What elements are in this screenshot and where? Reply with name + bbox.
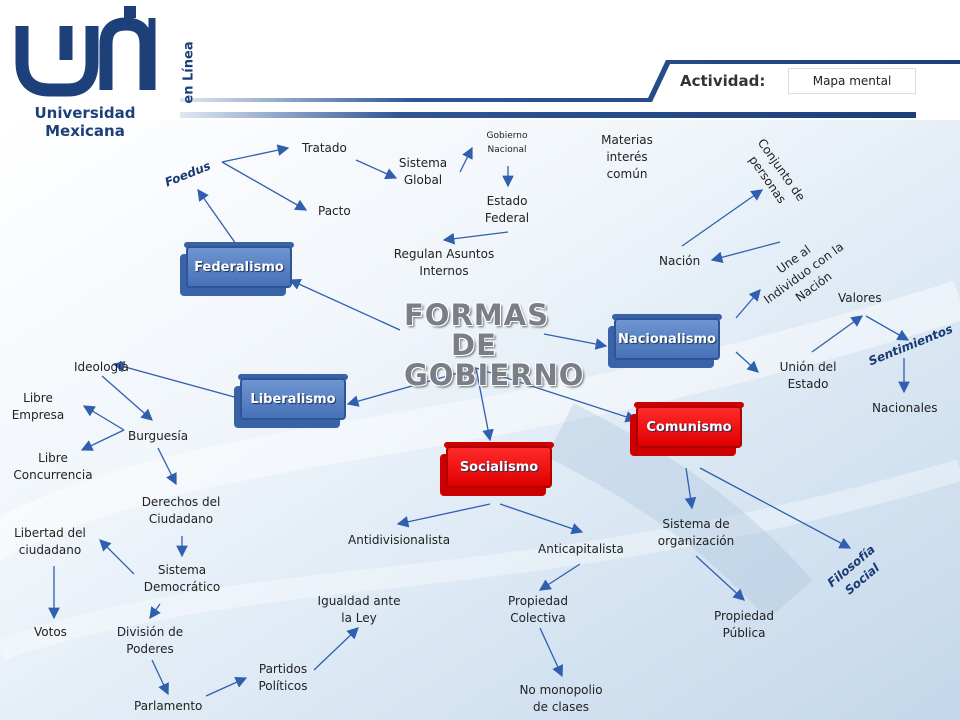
label-division: División de Poderes: [116, 625, 184, 656]
label-gobierno-nacional: Gobierno Nacional: [486, 131, 528, 155]
activity-label: Actividad:: [680, 72, 766, 90]
label-libre-empresa: Libre Empresa: [11, 391, 65, 422]
label-ideologia: Ideología: [74, 360, 129, 374]
label-partidos: Partidos Políticos: [258, 662, 308, 693]
node-label: Comunismo: [636, 406, 742, 448]
label-nacion: Nación: [659, 254, 701, 268]
label-sistema-democratico: Sistema Democrático: [143, 563, 221, 594]
label-union: Unión del Estado: [779, 360, 837, 391]
label-parlamento: Parlamento: [134, 699, 203, 713]
label-igualdad: Igualdad ante la Ley: [317, 594, 401, 625]
label-sistema-global: Sistema Global: [398, 156, 448, 187]
label-burguesia: Burguesía: [128, 429, 189, 443]
node-socialismo[interactable]: Socialismo: [440, 442, 554, 496]
label-votos: Votos: [34, 625, 67, 639]
label-pacto: Pacto: [318, 204, 351, 218]
connector-arrows: [48, 144, 910, 697]
label-valores: Valores: [838, 291, 882, 305]
label-no-monopolio: No monopolio de clases: [519, 683, 603, 714]
label-estado-federal: Estado Federal: [484, 194, 530, 225]
label-regulan: Regulan Asuntos Internos: [393, 247, 495, 278]
page-title: FORMAS DE GOBIERNO: [404, 298, 585, 392]
logo-tagline: en Línea: [181, 41, 197, 104]
node-nacionalismo[interactable]: Nacionalismo: [608, 314, 722, 368]
node-label: Nacionalismo: [614, 318, 720, 360]
node-federalismo[interactable]: Federalismo: [180, 242, 294, 296]
university-name: Universidad Mexicana: [34, 104, 136, 140]
label-antidivisionalista: Antidivisionalista: [348, 533, 451, 547]
node-label: Federalismo: [186, 246, 292, 288]
label-nacionales: Nacionales: [872, 401, 938, 415]
label-sistema-org: Sistema de organización: [657, 517, 735, 548]
header-bar: [180, 60, 960, 118]
label-libre-concurrencia: Libre Concurrencia: [13, 451, 93, 482]
node-label: Socialismo: [446, 446, 552, 488]
label-materias: Materias interés común: [601, 133, 653, 181]
label-propiedad-colectiva: Propiedad Colectiva: [508, 594, 568, 625]
label-anticapitalista: Anticapitalista: [538, 542, 624, 556]
node-comunismo[interactable]: Comunismo: [630, 402, 744, 456]
label-derechos: Derechos del Ciudadano: [141, 495, 221, 526]
label-propiedad-publica: Propiedad Pública: [714, 609, 774, 640]
node-label: Liberalismo: [240, 378, 346, 420]
label-tratado: Tratado: [302, 141, 347, 155]
activity-value: Mapa mental: [788, 68, 916, 94]
label-libertad: Libertad del ciudadano: [14, 526, 86, 557]
logo-mark: [15, 6, 156, 97]
node-liberalismo[interactable]: Liberalismo: [234, 374, 348, 428]
